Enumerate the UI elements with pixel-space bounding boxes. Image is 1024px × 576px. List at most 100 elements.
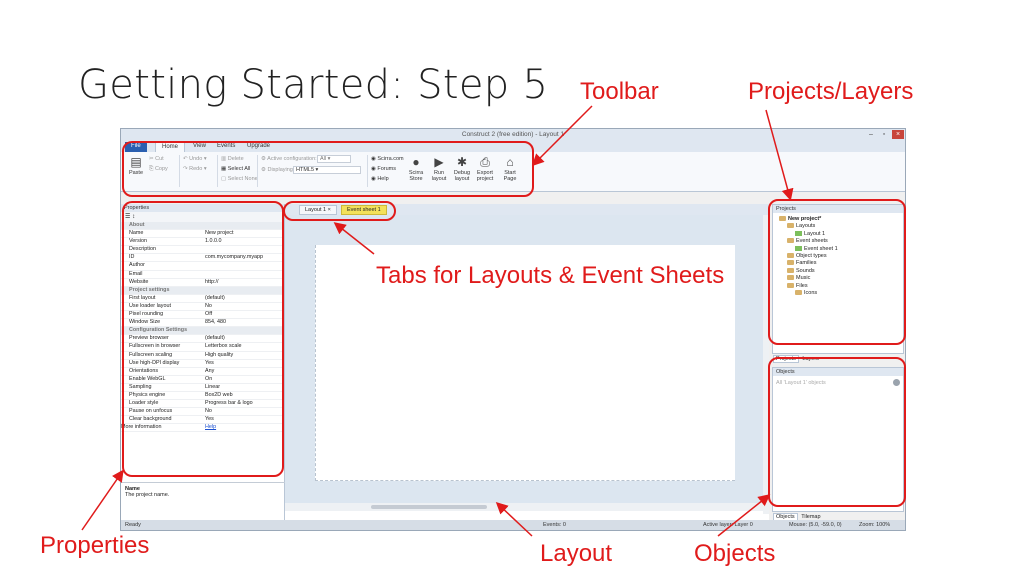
select-none-button[interactable]: ▢ Select None (221, 176, 258, 182)
property-group[interactable]: About (121, 222, 284, 231)
vertical-scrollbar[interactable] (763, 215, 769, 514)
tree-item[interactable]: Event sheet 1 (795, 246, 838, 252)
property-group[interactable]: Configuration Settings (121, 327, 284, 336)
copy-button[interactable]: ⎘ Copy (149, 166, 168, 172)
objects-filter[interactable]: All 'Layout 1' objects (776, 380, 826, 386)
horizontal-scrollbar[interactable] (285, 503, 763, 511)
property-value[interactable]: Linear (205, 383, 220, 390)
property-row[interactable]: Preview browser(default) (121, 335, 284, 344)
property-value[interactable]: Yes (205, 359, 214, 366)
property-value[interactable]: Any (205, 367, 215, 374)
start-page-button[interactable]: ⌂ Start Page (499, 155, 521, 182)
property-value[interactable]: Letterbox scale (205, 343, 242, 350)
property-value[interactable]: 854, 480 (205, 319, 226, 326)
tab-projects[interactable]: Projects (773, 355, 799, 363)
property-value[interactable]: http:// (205, 278, 219, 285)
property-row[interactable]: Email (121, 271, 284, 279)
undo-button[interactable]: ↶ Undo ▾ (183, 156, 207, 162)
tab-tilemap[interactable]: Tilemap (801, 514, 821, 520)
paste-button[interactable]: ▤ Paste (125, 155, 147, 176)
property-value[interactable]: Off (205, 311, 213, 318)
active-config-select[interactable]: All ▾ (317, 155, 351, 163)
property-value[interactable] (203, 262, 284, 269)
tree-item[interactable]: Event sheets (787, 238, 828, 244)
layout-view[interactable] (285, 215, 763, 511)
property-value[interactable]: com.mycompany.myapp (205, 254, 264, 261)
property-value[interactable]: No (205, 302, 212, 309)
export-project-button[interactable]: ⎙ Export project (474, 155, 496, 182)
property-value[interactable]: (default) (205, 294, 225, 301)
run-layout-button[interactable]: ▶ Run layout (428, 155, 450, 182)
property-value[interactable]: Progress bar & logo (205, 400, 253, 407)
property-value[interactable]: 1.0.0.0 (205, 238, 222, 245)
tab-event-sheet-1[interactable]: Event sheet 1 (341, 205, 387, 215)
property-value[interactable]: No (205, 408, 212, 415)
property-group[interactable]: Project settings (121, 286, 284, 295)
tree-item[interactable]: Music (787, 275, 810, 281)
property-value[interactable]: On (205, 375, 213, 382)
debug-layout-button[interactable]: ✱ Debug layout (451, 155, 473, 182)
property-value[interactable]: (default) (205, 335, 225, 342)
tab-objects[interactable]: Objects (773, 513, 798, 521)
property-value[interactable]: Help (205, 424, 217, 431)
categorized-icon[interactable]: ☰ (125, 214, 131, 220)
tab-events[interactable]: Events (217, 143, 236, 149)
tab-home[interactable]: Home (155, 142, 186, 152)
tree-item[interactable]: Families (787, 260, 816, 266)
property-value[interactable] (203, 271, 284, 278)
forums-link[interactable]: ◉ Forums (371, 166, 396, 172)
tree-item[interactable]: New project* (779, 216, 821, 222)
tree-item[interactable]: Sounds (787, 268, 815, 274)
tree-item[interactable]: Object types (787, 253, 827, 259)
scirra-store-button[interactable]: ● Scirra Store (405, 155, 427, 182)
tree-item[interactable]: Layout 1 (795, 231, 825, 237)
help-link[interactable]: ◉ Help (371, 176, 389, 182)
close-tab-icon[interactable]: × (327, 207, 331, 213)
minimize-icon[interactable]: – (869, 131, 873, 138)
property-value[interactable]: Yes (205, 416, 214, 423)
tree-item[interactable]: Layouts (787, 223, 815, 229)
redo-button[interactable]: ↷ Redo ▾ (183, 166, 207, 172)
property-value[interactable]: High quality (205, 351, 234, 358)
tab-layout-1[interactable]: Layout 1 × (299, 205, 337, 215)
tab-upgrade[interactable]: Upgrade (247, 143, 271, 149)
property-value[interactable] (203, 246, 284, 253)
delete-button[interactable]: ▥ Delete (221, 156, 244, 162)
property-row[interactable]: Author (121, 262, 284, 271)
property-row[interactable]: Description (121, 246, 284, 255)
add-object-icon[interactable] (893, 379, 900, 386)
displaying-select[interactable]: HTML5 ▾ (293, 166, 361, 174)
property-value[interactable]: Box2D web (205, 391, 233, 398)
tab-layers[interactable]: Layers (802, 356, 819, 362)
scirra-link[interactable]: ◉ Scirra.com (371, 156, 404, 162)
sort-icon[interactable]: ↕ (132, 214, 136, 220)
tree-item[interactable]: Icons (795, 290, 817, 296)
cut-button[interactable]: ✂ Cut (149, 156, 164, 162)
tab-view[interactable]: View (193, 143, 206, 149)
close-icon[interactable]: × (892, 130, 904, 139)
scroll-thumb[interactable] (371, 505, 487, 509)
tab-file[interactable]: File (125, 142, 147, 152)
property-row[interactable]: First layout(default) (121, 295, 284, 303)
maximize-icon[interactable]: ▫ (882, 131, 886, 138)
property-value[interactable]: New project (205, 230, 234, 237)
select-all-button[interactable]: ▦ Select All (221, 166, 251, 172)
